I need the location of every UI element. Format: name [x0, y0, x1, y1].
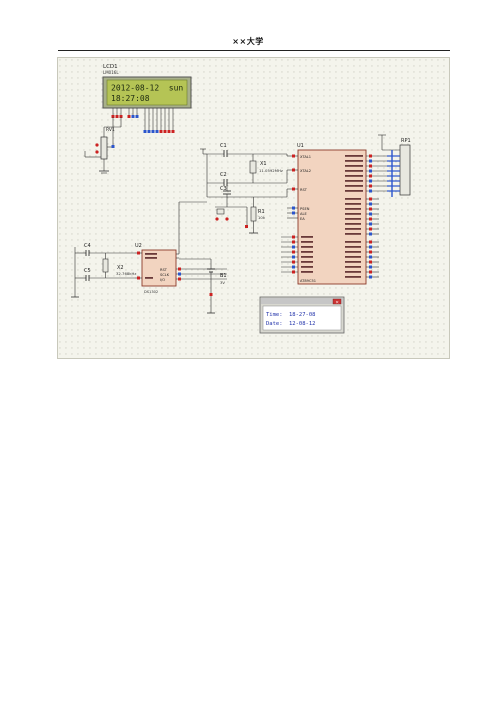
popup-close-button[interactable]: [332, 298, 342, 305]
u2-part: DS1302: [144, 290, 158, 294]
lcd-model-label: LM016L: [103, 70, 119, 75]
circuit-schematic-figure: LCD1 LM016L 2012-08-12 sun 18:27:08: [57, 57, 450, 359]
popup-date-label: Date:: [266, 321, 283, 327]
u2-sclk: SCLK: [160, 273, 170, 277]
rv1-label: RV1: [106, 127, 115, 133]
popup-time-label: Time:: [266, 312, 283, 318]
lcd-display: LCD1 LM016L 2012-08-12 sun 18:27:08: [102, 64, 192, 133]
c4-label: C4: [84, 243, 91, 249]
x1-value: 11.0592MHz: [259, 168, 283, 173]
c3-label: C3: [220, 186, 227, 192]
header-rule: [58, 50, 450, 51]
u1-part: AT89C51: [300, 279, 316, 283]
u2-rst: RST: [160, 268, 168, 272]
c5-label: C5: [84, 268, 91, 274]
r1-label: R1: [258, 209, 265, 215]
lcd-line-2: 18:27:08: [111, 94, 150, 103]
b1-value: 3V: [220, 280, 225, 285]
u1-xtal1: XTAL1: [300, 155, 311, 159]
reset-circuit: C3 R1 10k: [207, 183, 287, 234]
u1-ale: ALE: [300, 212, 307, 216]
microcontroller-u1: U1 XTAL1 XTAL2 RST PSEN ALE EA AT89C51: [281, 143, 387, 285]
x2-label: X2: [117, 265, 124, 271]
c2-label: C2: [220, 172, 227, 178]
u1-psen: PSEN: [300, 207, 310, 211]
u1-xtal2: XTAL2: [300, 169, 311, 173]
u2-io: I/O: [160, 278, 165, 282]
u2-label: U2: [135, 243, 142, 249]
lcd-line-1: 2012-08-12 sun: [111, 84, 183, 93]
rtc-circuit: C4 C5 X2 32.768kHz U2 RST SCLK I/O DS130…: [71, 201, 227, 298]
crystal-oscillator-circuit: C1 C2 X1 11.0592MHz: [203, 143, 287, 197]
battery-b1: B1 3V: [179, 258, 227, 314]
u1-rst: RST: [300, 188, 308, 192]
x1-label: X1: [260, 161, 267, 167]
close-icon: ×: [335, 300, 339, 306]
u1-ea: EA: [300, 217, 305, 221]
c1-label: C1: [220, 143, 227, 149]
u1-label: U1: [297, 143, 304, 149]
page-header-title: ××大学: [232, 37, 264, 46]
time-date-popup-window[interactable]: × Time: 18-27-08 Date: 12-08-12: [259, 296, 345, 334]
x2-value: 32.768kHz: [116, 271, 136, 276]
potentiometer-rv1: RV1: [84, 117, 122, 174]
lcd-ref-label: LCD1: [103, 64, 118, 70]
b1-label: B1: [220, 273, 227, 279]
popup-date-value: 12-08-12: [289, 321, 316, 327]
rp1-label: RP1: [401, 138, 411, 144]
resistor-pack-rp1: RP1: [378, 134, 411, 197]
r1-value: 10k: [258, 215, 266, 220]
popup-time-value: 18-27-08: [289, 312, 316, 318]
